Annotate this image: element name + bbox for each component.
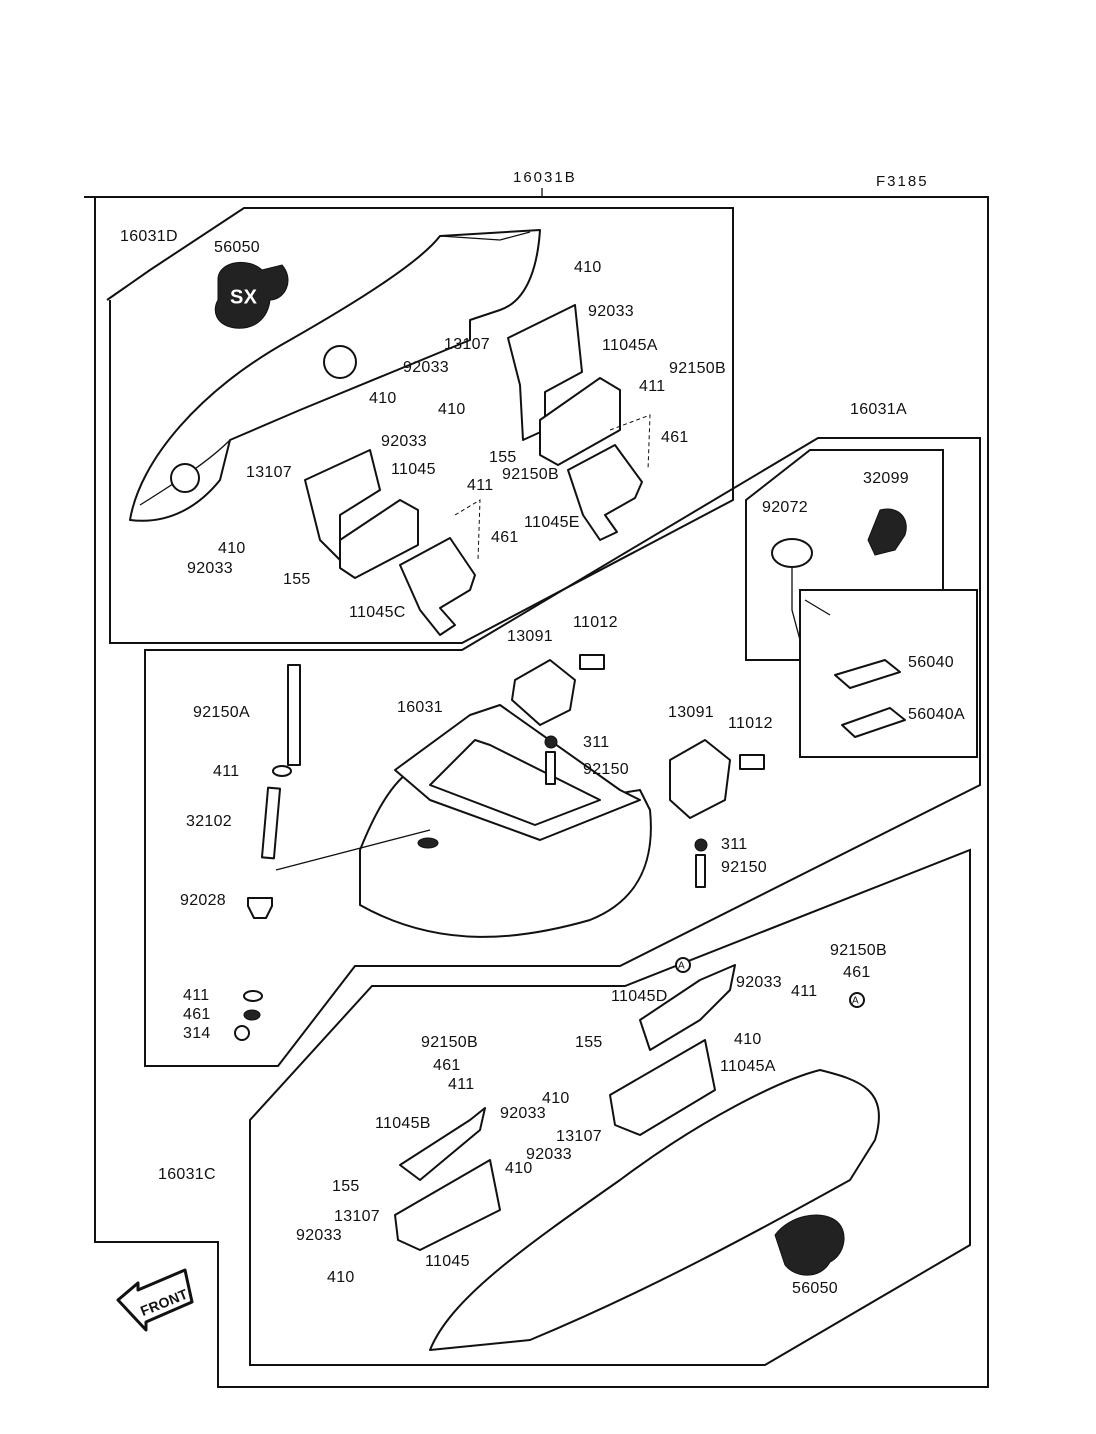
part-label-461: 461	[661, 429, 689, 446]
part-label-314: 314	[183, 1025, 211, 1042]
part-label-410: 410	[734, 1031, 762, 1048]
part-label-92150A: 92150A	[193, 704, 250, 721]
frame-16031A	[144, 437, 981, 1067]
part-label-92033: 92033	[500, 1105, 546, 1122]
part-label-411: 411	[448, 1076, 474, 1093]
part-label-411: 411	[467, 477, 493, 494]
part-label-11012: 11012	[728, 715, 773, 732]
decals-56040	[834, 659, 906, 738]
hinge-11045E	[567, 444, 643, 541]
part-label-11045: 11045	[425, 1253, 470, 1270]
rod-92150A	[247, 664, 301, 919]
part-label-92033: 92033	[403, 359, 449, 376]
part-label-92150B: 92150B	[669, 360, 726, 377]
part-label-11045C: 11045C	[349, 604, 406, 621]
part-label-11045A: 11045A	[720, 1058, 776, 1075]
part-label-92150B: 92150B	[830, 942, 887, 959]
part-label-56040A: 56040A	[908, 706, 965, 723]
part-label-461: 461	[491, 529, 519, 546]
frame-56040	[799, 589, 978, 758]
part-label-155: 155	[489, 449, 517, 466]
part-label-410: 410	[438, 401, 466, 418]
part-label-13107: 13107	[556, 1128, 602, 1145]
part-label-92028: 92028	[180, 892, 226, 909]
part-label-13091: 13091	[507, 628, 553, 645]
part-label-411: 411	[639, 378, 665, 395]
fasteners-middle	[234, 735, 708, 1041]
lanyard-92072	[771, 508, 907, 641]
part-label-92150B: 92150B	[421, 1034, 478, 1051]
part-label-13107: 13107	[334, 1208, 380, 1225]
part-label-92033: 92033	[526, 1146, 572, 1163]
part-label-411: 411	[183, 987, 209, 1004]
part-label-92072: 92072	[762, 499, 808, 516]
part-label-410: 410	[218, 540, 246, 557]
part-label-411: 411	[791, 983, 817, 1000]
part-label-13091: 13091	[668, 704, 714, 721]
part-label-461: 461	[183, 1006, 211, 1023]
assembly-guide	[454, 414, 651, 561]
assembly-label: 16031B	[513, 169, 577, 186]
figure-code: F3185	[876, 173, 929, 190]
part-label-56050: 56050	[214, 239, 260, 256]
part-label-92150: 92150	[721, 859, 767, 876]
logo-text: SX	[230, 286, 258, 308]
hinge-11045A-upper	[507, 304, 621, 466]
part-label-410: 410	[369, 390, 397, 407]
part-label-155: 155	[332, 1178, 360, 1195]
part-label-311: 311	[721, 836, 747, 853]
part-label-16031D: 16031D	[120, 228, 178, 245]
part-label-461: 461	[843, 964, 871, 981]
part-label-11045: 11045	[391, 461, 436, 478]
front-arrow-icon: FRONT	[116, 1268, 194, 1332]
part-label-155: 155	[575, 1034, 603, 1051]
part-label-461: 461	[433, 1057, 461, 1074]
part-label-11012: 11012	[573, 614, 618, 631]
part-label-92033: 92033	[187, 560, 233, 577]
part-label-16031C: 16031C	[158, 1166, 216, 1183]
part-label-13107: 13107	[444, 336, 490, 353]
part-label-11045A: 11045A	[602, 337, 658, 354]
seat-cover-16031D: SX	[129, 229, 541, 522]
part-label-11045D: 11045D	[611, 988, 668, 1005]
reference-mark-a: A	[678, 961, 685, 972]
part-label-411: 411	[213, 763, 239, 780]
part-label-92033: 92033	[381, 433, 427, 450]
part-label-92033: 92033	[296, 1227, 342, 1244]
frame-16031C	[249, 848, 971, 1366]
part-label-410: 410	[505, 1160, 533, 1177]
frame-16031D	[106, 207, 734, 644]
part-label-155: 155	[283, 571, 311, 588]
seat-base-16031	[275, 704, 652, 938]
part-label-92033: 92033	[588, 303, 634, 320]
part-label-410: 410	[574, 259, 602, 276]
part-label-92150: 92150	[583, 761, 629, 778]
part-label-16031A: 16031A	[850, 401, 907, 418]
part-label-13107: 13107	[246, 464, 292, 481]
part-label-56040: 56040	[908, 654, 954, 671]
part-label-56050: 56050	[792, 1280, 838, 1297]
part-label-11045B: 11045B	[375, 1115, 431, 1132]
part-label-410: 410	[542, 1090, 570, 1107]
seat-cover-16031C	[429, 1069, 880, 1351]
circled-reference-marks: A A	[675, 957, 865, 1008]
outer-frame-16031B	[84, 196, 989, 1388]
catch-13091	[511, 654, 765, 819]
part-label-11045E: 11045E	[524, 514, 580, 531]
part-label-311: 311	[583, 734, 609, 751]
hinges-lower	[394, 964, 736, 1251]
part-label-92033: 92033	[736, 974, 782, 991]
part-label-410: 410	[327, 1269, 355, 1286]
hinge-11045C	[399, 537, 476, 636]
part-label-32099: 32099	[863, 470, 909, 487]
reference-mark-a: A	[852, 996, 859, 1007]
part-label-92150B: 92150B	[502, 466, 559, 483]
hinge-11045-upper	[304, 449, 419, 579]
part-label-32102: 32102	[186, 813, 232, 830]
part-label-16031: 16031	[397, 699, 443, 716]
